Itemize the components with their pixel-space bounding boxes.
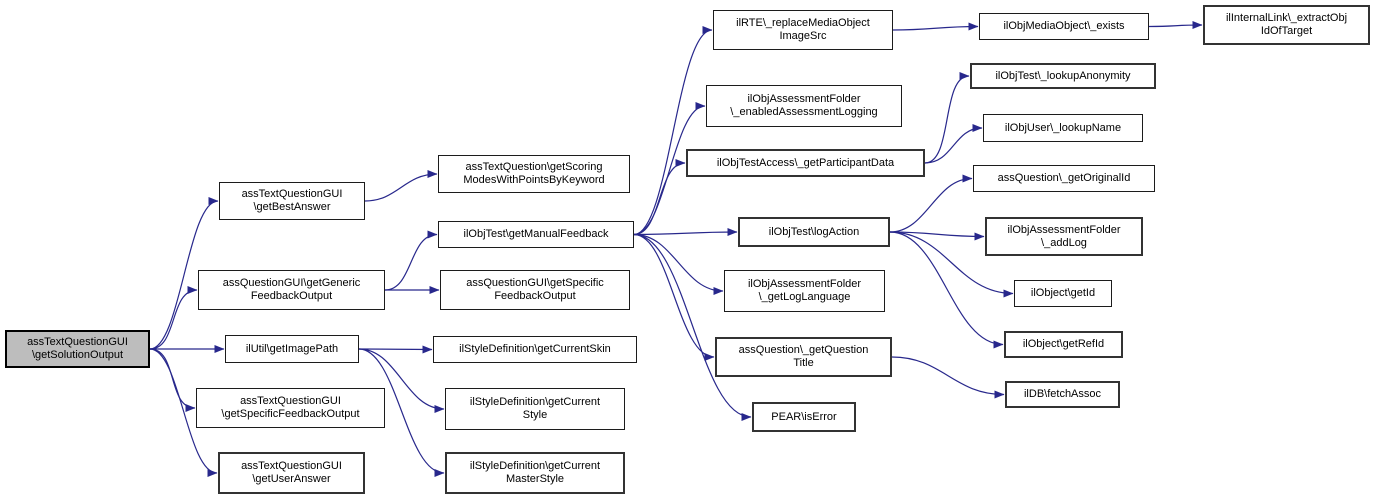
graph-edge-generic-feedback-output--manual-feedback — [384, 230, 438, 291]
node-label: assQuestionGUI\getGeneric — [222, 277, 361, 289]
node-label: ilRTE\_replaceMediaObject — [736, 17, 870, 29]
node-label: ImageSrc — [779, 30, 827, 42]
graph-edge-solution-output--generic-feedback-output — [149, 286, 198, 350]
graph-node-log-action[interactable]: ilObjTest\logAction — [738, 217, 890, 247]
node-label: ilObjAssessmentFolder — [1007, 223, 1121, 236]
graph-edge-log-action--get-id — [889, 231, 1014, 298]
node-label: ilObjTest\getManualFeedback — [463, 228, 609, 240]
node-label: Style — [522, 409, 548, 421]
node-label: IdOfTarget — [1260, 25, 1313, 37]
graph-node-media-object-exists[interactable]: ilObjMediaObject\_exists — [979, 13, 1149, 40]
graph-edge-participant-data--lookup-anonymity — [924, 72, 970, 164]
node-label: assTextQuestionGUI — [241, 460, 342, 472]
node-label: ilObjMediaObject\_exists — [1003, 20, 1125, 32]
node-label: assTextQuestion\getScoring — [465, 161, 603, 173]
node-label: ilStyleDefinition\getCurrent — [469, 396, 601, 408]
graph-edge-best-answer--scoring-modes — [364, 170, 438, 202]
graph-node-best-answer[interactable]: assTextQuestionGUI\getBestAnswer — [219, 182, 365, 220]
graph-node-original-id[interactable]: assQuestion\_getOriginalId — [973, 165, 1155, 192]
graph-edge-manual-feedback--log-language — [633, 233, 724, 295]
graph-node-fetch-assoc[interactable]: ilDB\fetchAssoc — [1005, 381, 1120, 408]
graph-node-is-error[interactable]: PEAR\isError — [752, 402, 856, 432]
node-label: assQuestion\_getQuestion — [738, 344, 869, 356]
graph-edge-image-path--current-master-style — [358, 348, 445, 477]
graph-node-current-skin[interactable]: ilStyleDefinition\getCurrentSkin — [433, 336, 637, 363]
graph-edge-solution-output--user-answer — [149, 348, 218, 477]
node-label: Title — [793, 357, 814, 369]
graph-edge-manual-feedback--enabled-assessment-logging — [633, 102, 706, 236]
graph-edge-manual-feedback--question-title — [633, 233, 715, 361]
graph-node-image-path[interactable]: ilUtil\getImagePath — [225, 335, 359, 363]
graph-edge-manual-feedback--participant-data — [633, 159, 686, 236]
graph-edge-participant-data--lookup-name — [924, 124, 983, 164]
graph-node-add-log[interactable]: ilObjAssessmentFolder\_addLog — [985, 217, 1143, 256]
node-label: \getUserAnswer — [252, 473, 331, 485]
node-label: ilObjAssessmentFolder — [747, 93, 861, 105]
node-label: \_getLogLanguage — [758, 291, 851, 303]
node-label: ilInternalLink\_extractObj — [1225, 12, 1348, 24]
node-label: \getSolutionOutput — [31, 349, 124, 361]
node-label: ilDB\fetchAssoc — [1023, 388, 1102, 400]
node-label: FeedbackOutput — [494, 290, 576, 302]
graph-edge-log-action--add-log — [889, 231, 985, 241]
graph-edge-media-object-exists--extract-obj-id — [1148, 21, 1203, 30]
node-label: ilObject\getRefId — [1022, 338, 1105, 350]
node-label: MasterStyle — [505, 473, 565, 485]
node-label: assTextQuestionGUI — [240, 395, 341, 407]
node-label: ilObjAssessmentFolder — [747, 278, 862, 290]
graph-node-participant-data[interactable]: ilObjTestAccess\_getParticipantData — [686, 149, 925, 177]
graph-node-enabled-assessment-logging[interactable]: ilObjAssessmentFolder\_enabledAssessment… — [706, 85, 902, 127]
graph-edge-solution-output--best-answer — [149, 197, 219, 350]
node-label: \getBestAnswer — [253, 201, 331, 213]
graph-edge-manual-feedback--is-error — [633, 233, 752, 421]
graph-node-get-ref-id[interactable]: ilObject\getRefId — [1004, 331, 1123, 358]
node-label: \getSpecificFeedbackOutput — [221, 408, 360, 420]
node-label: assQuestionGUI\getSpecific — [466, 277, 604, 289]
graph-edge-manual-feedback--replace-media-object — [633, 26, 713, 236]
graph-edge-image-path--current-skin — [358, 345, 433, 354]
node-label: ilUtil\getImagePath — [245, 342, 339, 355]
graph-edge-replace-media-object--media-object-exists — [892, 22, 979, 31]
graph-node-solution-output: assTextQuestionGUI\getSolutionOutput — [5, 330, 150, 368]
graph-edge-manual-feedback--log-action — [633, 228, 738, 237]
graph-edge-log-action--get-ref-id — [889, 231, 1004, 349]
node-label: assQuestion\_getOriginalId — [997, 172, 1131, 184]
node-label: ilObjUser\_lookupName — [1004, 121, 1122, 134]
node-label: FeedbackOutput — [250, 290, 333, 302]
graph-node-log-language[interactable]: ilObjAssessmentFolder\_getLogLanguage — [724, 270, 885, 312]
graph-edge-image-path--current-style — [358, 348, 445, 413]
graph-edge-question-title--fetch-assoc — [891, 356, 1005, 399]
graph-edge-log-action--original-id — [889, 174, 973, 233]
node-label: ilObjTest\logAction — [768, 225, 860, 238]
node-label: ilObject\getId — [1030, 287, 1096, 299]
node-label: \_addLog — [1041, 236, 1087, 249]
graph-node-specific-feedback-output-text[interactable]: assTextQuestionGUI\getSpecificFeedbackOu… — [196, 388, 385, 428]
node-label: assTextQuestionGUI — [241, 188, 343, 200]
graph-node-lookup-name[interactable]: ilObjUser\_lookupName — [983, 114, 1143, 142]
node-label: ilObjTest\_lookupAnonymity — [995, 69, 1131, 82]
node-label: ilStyleDefinition\getCurrentSkin — [459, 343, 611, 355]
node-label: assTextQuestionGUI — [27, 336, 128, 348]
graph-node-user-answer[interactable]: assTextQuestionGUI\getUserAnswer — [218, 452, 365, 494]
graph-node-lookup-anonymity[interactable]: ilObjTest\_lookupAnonymity — [970, 63, 1156, 89]
node-label: ilStyleDefinition\getCurrent — [469, 460, 601, 472]
node-label: PEAR\isError — [771, 410, 837, 423]
node-label: ModesWithPointsByKeyword — [463, 174, 605, 186]
node-label: \_enabledAssessmentLogging — [730, 106, 878, 118]
graph-node-manual-feedback[interactable]: ilObjTest\getManualFeedback — [438, 221, 634, 248]
node-label: ilObjTestAccess\_getParticipantData — [716, 156, 895, 169]
graph-node-get-id[interactable]: ilObject\getId — [1014, 280, 1112, 307]
